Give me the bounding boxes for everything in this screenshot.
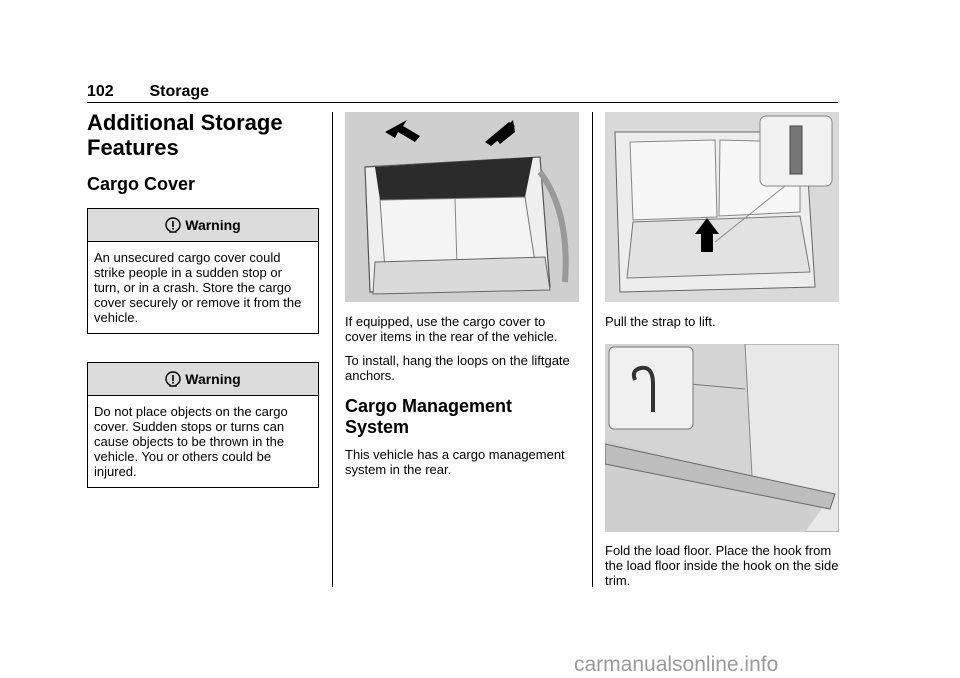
load-floor-hook-illustration (605, 344, 839, 532)
column-divider-1 (332, 112, 333, 587)
warning-header: Warning (88, 363, 318, 396)
warning-box-2: Warning Do not place objects on the carg… (87, 362, 319, 488)
cargo-cover-illustration (345, 112, 579, 302)
page-number: 102 (87, 83, 114, 100)
warning-icon (165, 371, 181, 387)
section-heading-cargo-cover: Cargo Cover (87, 174, 196, 194)
watermark-text: carmanualsonline.info (574, 653, 779, 676)
column-divider-2 (592, 112, 593, 587)
column-1: Additional Storage Features Cargo Cover … (87, 110, 319, 488)
warning-text: Do not place objects on the cargo cover.… (94, 404, 288, 479)
warning-label: Warning (185, 371, 241, 387)
cargo-management-paragraph: This vehicle has a cargo management syst… (345, 447, 565, 477)
cargo-cover-paragraph: If equipped, use the cargo cover to cove… (345, 314, 558, 344)
warning-header: Warning (88, 209, 318, 242)
hook-caption: Fold the load floor. Place the hook from… (605, 543, 839, 588)
warning-icon (165, 217, 181, 233)
column-2: If equipped, use the cargo cover to cove… (345, 110, 579, 477)
column-3: Pull the strap to lift. Fold the load fl… (605, 110, 839, 588)
warning-box-1: Warning An unsecured cargo cover could s… (87, 208, 319, 334)
warning-text: An unsecured cargo cover could strike pe… (94, 250, 302, 325)
page-header: 102 Storage (87, 83, 209, 101)
header-rule (87, 102, 838, 103)
warning-label: Warning (185, 217, 241, 233)
install-paragraph: To install, hang the loops on the liftga… (345, 353, 570, 383)
section-title: Storage (149, 83, 210, 100)
page-title: Additional Storage Features (87, 110, 283, 160)
load-floor-strap-illustration (605, 112, 839, 302)
section-heading-cargo-management: Cargo Management System (345, 396, 513, 437)
strap-caption: Pull the strap to lift. (605, 314, 716, 329)
